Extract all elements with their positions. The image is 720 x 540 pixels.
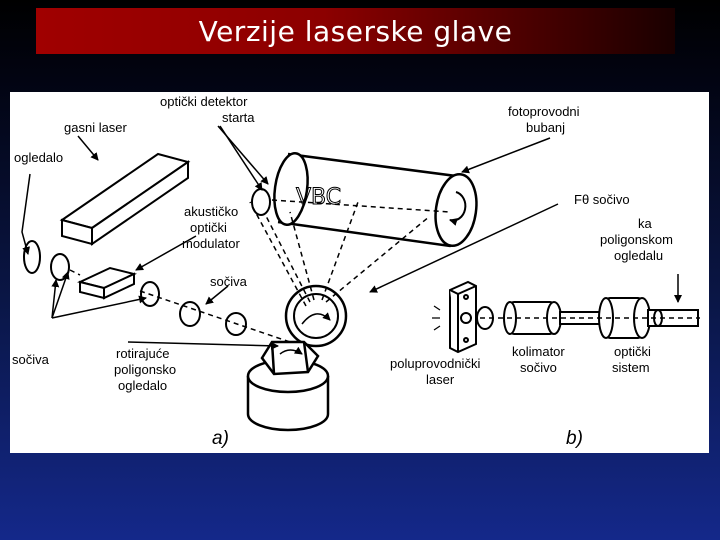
label-polygon-1: rotirajuće bbox=[116, 346, 169, 361]
label-aom-1: akustičko bbox=[184, 204, 238, 219]
label-gas-laser: gasni laser bbox=[64, 120, 128, 135]
gas-laser-tube bbox=[62, 154, 188, 244]
acousto-optic-modulator bbox=[80, 268, 134, 298]
drum-marks: VBC bbox=[296, 185, 341, 210]
slide-title: Verzije laserske glave bbox=[199, 15, 513, 48]
label-to-polygon-1: ka bbox=[638, 216, 653, 231]
label-polygon-2: poligonsko bbox=[114, 362, 176, 377]
label-f-theta: Fθ sočivo bbox=[574, 192, 630, 207]
label-to-polygon-2: poligonskom bbox=[600, 232, 673, 247]
label-aom-2: optički bbox=[190, 220, 227, 235]
panel-label-a: a) bbox=[212, 428, 229, 449]
label-lenses-left: sočiva bbox=[12, 352, 50, 367]
label-semiconductor-1: poluprovodnički bbox=[390, 356, 480, 371]
label-collimator-2: sočivo bbox=[520, 360, 557, 375]
label-drum-2: bubanj bbox=[526, 120, 565, 135]
label-polygon-3: ogledalo bbox=[118, 378, 167, 393]
polygon-mirror-round bbox=[286, 286, 346, 346]
label-optical-system-2: sistem bbox=[612, 360, 650, 375]
laser-emission-marks bbox=[432, 306, 440, 330]
panel-label-b: b) bbox=[566, 428, 583, 449]
label-lenses-upper: sočiva bbox=[210, 274, 248, 289]
laser-head-figure: VBC bbox=[10, 92, 709, 453]
label-aom-3: modulator bbox=[182, 236, 240, 251]
diagram-svg: VBC bbox=[10, 92, 709, 453]
semiconductor-laser bbox=[450, 282, 476, 352]
label-optical-system-1: optički bbox=[614, 344, 651, 359]
photoconductive-drum: VBC bbox=[270, 151, 481, 248]
label-start-detector-1: optički detektor bbox=[160, 94, 248, 109]
rotating-polygon-mirror bbox=[248, 342, 328, 430]
label-start-detector-2: starta bbox=[222, 110, 255, 125]
collimator-lens bbox=[477, 302, 604, 334]
title-bar: Verzije laserske glave bbox=[36, 8, 675, 54]
label-semiconductor-2: laser bbox=[426, 372, 455, 387]
label-collimator-1: kolimator bbox=[512, 344, 565, 359]
optical-system bbox=[599, 298, 698, 338]
label-to-polygon-3: ogledalu bbox=[614, 248, 663, 263]
label-drum-1: fotoprovodni bbox=[508, 104, 580, 119]
start-detector bbox=[252, 189, 270, 215]
label-mirror: ogledalo bbox=[14, 150, 63, 165]
